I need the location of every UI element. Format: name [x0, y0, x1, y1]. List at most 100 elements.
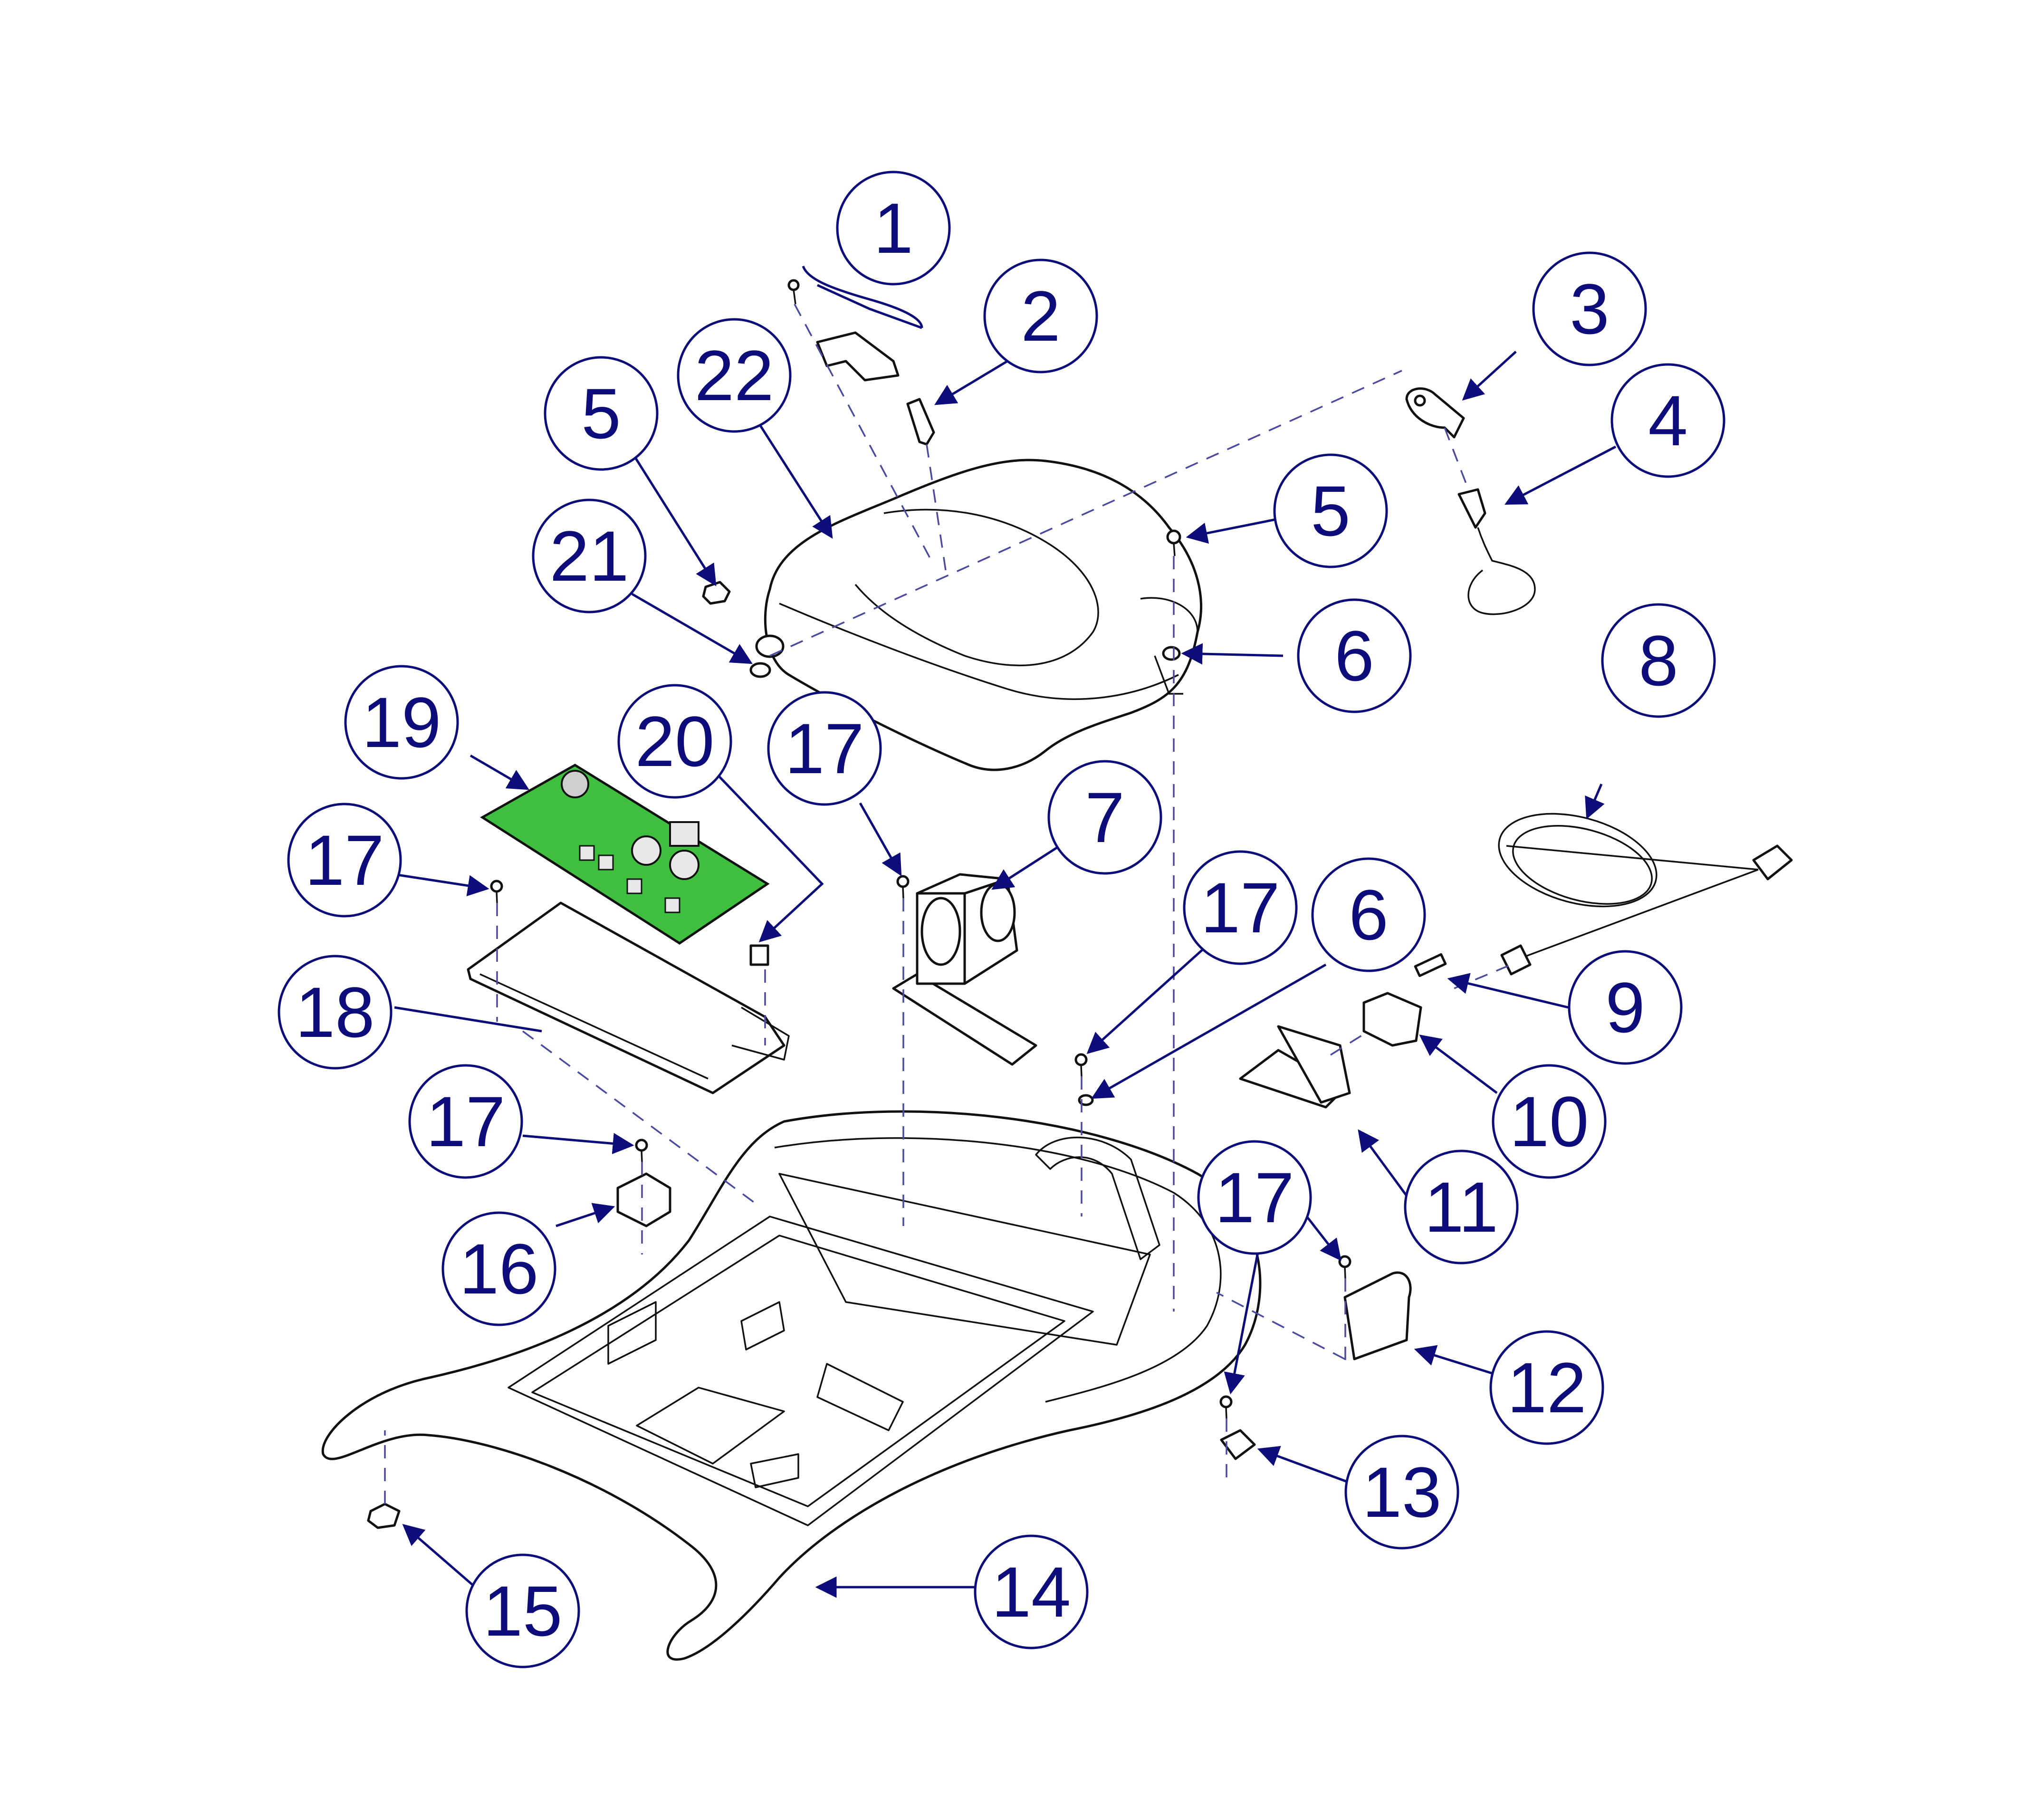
callout-balloon [1489, 1330, 1604, 1445]
washer-part-lower [1078, 1094, 1094, 1106]
callout-number: 5 [1311, 471, 1350, 551]
callout-c13: 13 [1344, 1435, 1459, 1550]
callout-number: 5 [581, 374, 621, 453]
callout-balloon [1532, 251, 1647, 366]
power-cord-part [1498, 813, 1793, 976]
callout-balloon [1197, 1140, 1312, 1255]
callout-c9: 9 [1568, 950, 1683, 1065]
connector-part [749, 944, 769, 966]
callout-number: 7 [1085, 777, 1124, 857]
callout-balloon [278, 955, 393, 1070]
callout-c17a: 17 [287, 803, 402, 918]
callout-c11: 11 [1404, 1149, 1519, 1264]
clamp-part [1220, 1429, 1256, 1460]
callout-c8: 8 [1601, 603, 1716, 718]
brace-1 [802, 266, 923, 328]
callout-number: 17 [1215, 1158, 1294, 1237]
fuse-part [1414, 953, 1447, 977]
transformer-part [892, 873, 1037, 1066]
callout-number: 13 [1362, 1452, 1442, 1532]
callout-balloon [1183, 850, 1298, 965]
callout-c6a: 6 [1297, 598, 1412, 713]
bracket-part [787, 279, 900, 382]
clip-part [1405, 387, 1465, 439]
callout-balloon [287, 803, 402, 918]
callout-number: 2 [1021, 276, 1060, 356]
washer-part-upper [1162, 646, 1181, 661]
small-bracket-part [616, 1172, 671, 1227]
callout-number: 16 [460, 1229, 539, 1309]
callout-number: 12 [1507, 1348, 1587, 1427]
top-cover-part [764, 459, 1202, 771]
callout-balloon [767, 691, 882, 806]
callout-c7: 7 [1047, 760, 1162, 875]
callout-c2: 2 [983, 259, 1098, 374]
callout-c17e: 17 [1197, 1140, 1312, 1255]
callout-number: 4 [1648, 381, 1687, 460]
callout-number: 18 [296, 972, 375, 1052]
callout-balloon [617, 684, 732, 799]
callout-c1: 1 [836, 171, 951, 286]
callout-c20: 20 [617, 684, 732, 799]
callout-number: 17 [426, 1082, 506, 1161]
callout-c17d: 17 [408, 1064, 523, 1179]
power-inlet-part [1362, 992, 1422, 1047]
callout-c17c: 17 [1183, 850, 1298, 965]
callout-balloon [408, 1064, 523, 1179]
callout-balloon [344, 665, 459, 780]
callout-number: 6 [1334, 616, 1374, 696]
callout-c12: 12 [1489, 1330, 1604, 1445]
callout-balloon [441, 1211, 556, 1326]
callout-c17b: 17 [767, 691, 882, 806]
callout-number: 9 [1605, 967, 1645, 1047]
chassis-tray-part [467, 901, 790, 1094]
callout-number: 11 [1424, 1167, 1498, 1247]
callout-c15: 15 [465, 1553, 580, 1668]
side-plate-part [1343, 1271, 1412, 1360]
callout-balloon [1297, 598, 1412, 713]
callout-balloon [1047, 760, 1162, 875]
inlet-bracket-part [1239, 1025, 1351, 1109]
callout-number: 17 [1201, 868, 1280, 948]
callout-c3: 3 [1532, 251, 1647, 366]
callout-number: 3 [1570, 269, 1609, 349]
callout-balloon [1601, 603, 1716, 718]
callout-number: 17 [305, 820, 384, 900]
parts-layer [321, 279, 1793, 1661]
callout-c21: 21 [532, 498, 647, 613]
callout-c19: 19 [344, 665, 459, 780]
callout-number: 15 [483, 1571, 563, 1651]
callout-balloon [677, 318, 792, 433]
callout-balloon [1610, 363, 1725, 478]
callout-number: 14 [992, 1552, 1071, 1632]
callout-balloon [983, 259, 1098, 374]
callout-number: 6 [1349, 875, 1388, 955]
callout-balloon [544, 356, 659, 471]
pin-part [906, 398, 935, 446]
callout-balloon [1344, 1435, 1459, 1550]
callout-number: 10 [1510, 1082, 1589, 1161]
callout-balloon [1568, 950, 1683, 1065]
callout-balloon [1404, 1149, 1519, 1264]
callout-number: 20 [635, 701, 715, 781]
callout-c6b: 6 [1311, 857, 1426, 972]
callout-balloon [836, 171, 951, 286]
screws-17 [490, 875, 1351, 1419]
assembly-guides [384, 304, 1512, 1504]
callout-balloon [532, 498, 647, 613]
callout-c18: 18 [278, 955, 393, 1070]
callout-number: 1 [873, 188, 913, 268]
screw-part-5-right [1166, 529, 1181, 556]
callout-c16: 16 [441, 1211, 556, 1326]
callout-balloon [974, 1534, 1089, 1649]
callout-balloon [1311, 857, 1426, 972]
leader-lines [394, 284, 1617, 1598]
callout-number: 17 [785, 709, 864, 788]
callout-c5b: 5 [1273, 453, 1388, 568]
callout-balloon [465, 1553, 580, 1668]
sensor-part [1457, 488, 1536, 615]
foot-nut-part [367, 1503, 401, 1529]
grommet-part [749, 634, 785, 678]
